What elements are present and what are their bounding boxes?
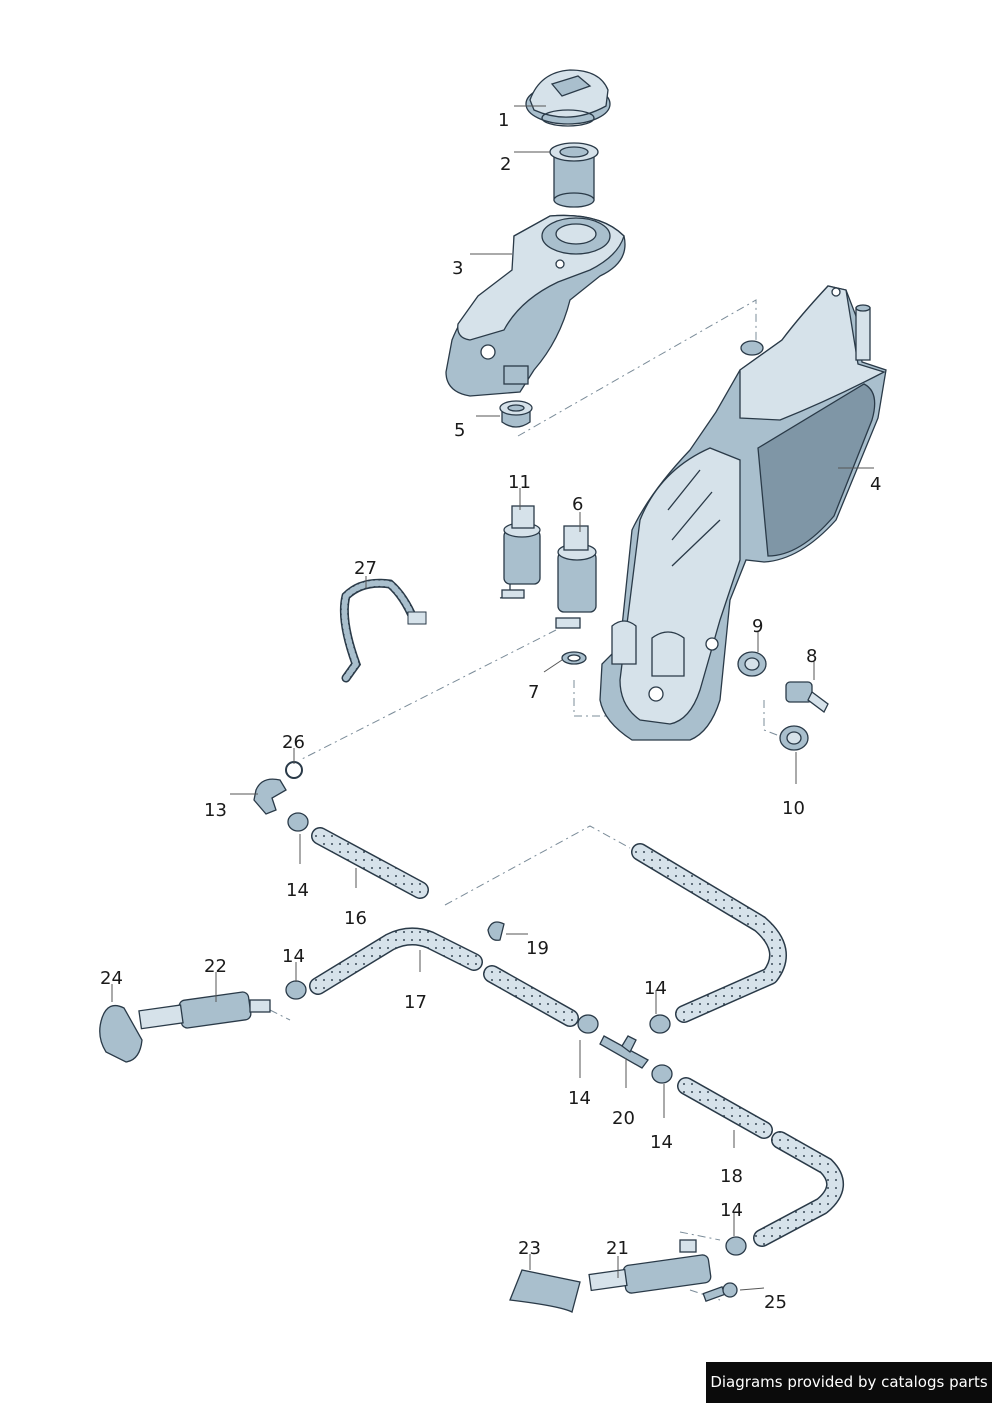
callout-9: 9 xyxy=(752,616,763,637)
filler-neck xyxy=(549,142,599,208)
level-sensor-8 xyxy=(785,681,829,713)
washer-nozzle-22 xyxy=(138,991,271,1030)
clip-19 xyxy=(487,921,505,941)
callout-13: 13 xyxy=(204,800,227,821)
callout-26: 26 xyxy=(282,732,305,753)
leader-lines xyxy=(111,105,874,1291)
cover-cap-23 xyxy=(509,1269,581,1313)
callout-18: 18 xyxy=(720,1166,743,1187)
washer-nozzle-21 xyxy=(588,1239,712,1294)
t-connector-20 xyxy=(599,1035,649,1069)
callout-2: 2 xyxy=(500,154,511,175)
callout-27: 27 xyxy=(354,558,377,579)
callout-25: 25 xyxy=(764,1292,787,1313)
elbow-13 xyxy=(253,778,287,815)
callout-17: 17 xyxy=(404,992,427,1013)
callout-19: 19 xyxy=(526,938,549,959)
grommet xyxy=(499,400,533,428)
callout-7: 7 xyxy=(528,682,539,703)
credit-banner: Diagrams provided by catalogs parts xyxy=(706,1362,992,1403)
washer-pump-11 xyxy=(499,505,541,599)
washer-pump-6 xyxy=(555,525,597,629)
callout-24: 24 xyxy=(100,968,123,989)
cover-cap-24 xyxy=(99,1004,143,1063)
callout-23: 23 xyxy=(518,1238,541,1259)
callout-14-b: 14 xyxy=(282,946,305,967)
callout-6: 6 xyxy=(572,494,583,515)
callout-1: 1 xyxy=(498,110,509,131)
seal-ring-7 xyxy=(561,651,587,665)
callout-14-f: 14 xyxy=(720,1200,743,1221)
callout-20: 20 xyxy=(612,1108,635,1129)
callout-labels: 1 2 3 4 5 6 7 8 9 10 11 13 14 14 14 14 1… xyxy=(100,110,881,1313)
callout-8: 8 xyxy=(806,646,817,667)
bolt-25 xyxy=(702,1282,738,1303)
callout-14-e: 14 xyxy=(650,1132,673,1153)
callout-16: 16 xyxy=(344,908,367,929)
o-ring-26 xyxy=(285,761,303,779)
filler-tube xyxy=(445,214,626,397)
callout-3: 3 xyxy=(452,258,463,279)
assembly-dash-lines xyxy=(269,299,791,1301)
hoses xyxy=(309,827,844,1247)
callout-5: 5 xyxy=(454,420,465,441)
grommet-9 xyxy=(737,651,767,677)
washer-reservoir xyxy=(599,285,887,741)
hose-clamps xyxy=(285,812,747,1256)
callout-14-a: 14 xyxy=(286,880,309,901)
callout-21: 21 xyxy=(606,1238,629,1259)
callout-14-c: 14 xyxy=(568,1088,591,1109)
reservoir-cap xyxy=(525,69,611,127)
callout-14-d: 14 xyxy=(644,978,667,999)
callout-22: 22 xyxy=(204,956,227,977)
callout-11: 11 xyxy=(508,472,531,493)
callout-10: 10 xyxy=(782,798,805,819)
grommet-10 xyxy=(779,725,809,751)
callout-4: 4 xyxy=(870,474,881,495)
